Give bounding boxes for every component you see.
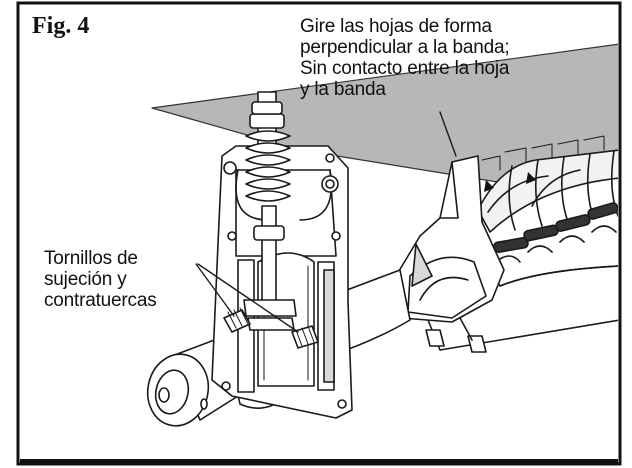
callout-line: Tornillos de [44, 248, 138, 269]
callout-line: perpendicular a la banda; [300, 37, 510, 58]
callout-line: Sin contacto entre la hoja [300, 58, 510, 79]
figure-title: Fig. 4 [32, 13, 90, 39]
set-screws [223, 307, 319, 349]
tensioner-spring [243, 91, 297, 331]
set-screws-callout: Tornillos de sujeción y contratuercas [44, 248, 157, 311]
blade-rotation-callout: Gire las hojas de forma perpendicular a … [300, 16, 510, 100]
callout-line: y la banda [300, 79, 386, 100]
blade-row [467, 135, 618, 287]
rotation-arrows [439, 111, 581, 213]
tube-clamp [395, 155, 505, 353]
callout-line: Gire las hojas de forma [300, 16, 492, 37]
callout-line: contratuercas [44, 290, 157, 311]
callout-line: sujeción y [44, 269, 127, 290]
bolt-leader-lines [195, 263, 299, 333]
